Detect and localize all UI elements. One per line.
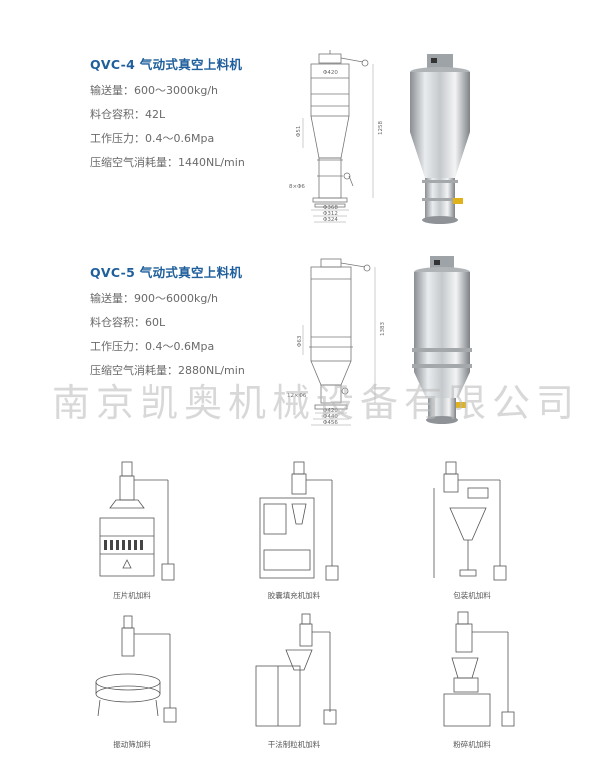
spec-line: 压缩空气消耗量：2880NL/min <box>90 364 245 377</box>
dim-label: Φ324 <box>323 217 338 223</box>
dim-label: Φ440 <box>323 414 338 420</box>
technical-drawing-qvc5: 1383 Φ63 12×Φ6 Φ420 Φ440 Φ456 <box>287 258 386 426</box>
dim-label: 1258 <box>378 121 384 135</box>
dim-label: 1383 <box>380 322 386 336</box>
illustration-pulverizer <box>443 611 515 727</box>
dim-label: Φ312 <box>323 211 338 217</box>
company-watermark: 南京凯奥机械设备有限公司 <box>52 381 581 425</box>
illustration-dry-granulator <box>255 613 337 727</box>
product-photo-qvc4 <box>410 54 470 224</box>
application-caption: 包装机加料 <box>453 591 491 600</box>
spec-line: 工作压力：0.4～0.6Mpa <box>90 340 215 353</box>
dim-label: Φ368 <box>323 205 338 211</box>
model-title: QVC-4 气动式真空上料机 <box>90 57 243 72</box>
product-photo-qvc5 <box>412 256 472 424</box>
dim-label: 12×Φ6 <box>287 393 307 399</box>
spec-line: 工作压力：0.4～0.6Mpa <box>90 132 215 145</box>
application-caption: 压片机加料 <box>113 591 151 600</box>
application-caption: 振动筛加料 <box>113 740 151 749</box>
spec-block-qvc4: QVC-4 气动式真空上料机 输送量：600～3000kg/h 料仓容积：42L… <box>90 54 290 170</box>
illustration-tablet-press <box>99 461 175 581</box>
dim-label: Φ456 <box>323 420 338 426</box>
spec-line: 输送量：600～3000kg/h <box>90 84 219 97</box>
application-caption: 干法制粒机加料 <box>267 740 321 749</box>
spec-line: 输送量：900～6000kg/h <box>90 292 219 305</box>
dim-label: Φ63 <box>297 335 303 347</box>
application-caption: 胶囊填充机加料 <box>267 591 321 600</box>
spec-block-qvc5: QVC-5 气动式真空上料机 输送量：900～6000kg/h 料仓容积：60L… <box>90 262 290 378</box>
technical-drawing-qvc4: Φ420 1258 Φ51 8×Φ6 Φ368 Φ312 Φ324 <box>289 50 384 223</box>
illustration-packing-machine <box>433 461 507 581</box>
dim-label: Φ420 <box>323 70 338 76</box>
illustration-vibrating-screen <box>95 615 177 723</box>
spec-line: 料仓容积：60L <box>90 316 166 329</box>
spec-line: 压缩空气消耗量：1440NL/min <box>90 156 245 169</box>
model-title: QVC-5 气动式真空上料机 <box>90 265 243 280</box>
dim-label: 8×Φ6 <box>289 184 305 190</box>
dim-label: Φ51 <box>296 126 302 137</box>
illustration-capsule-filler <box>259 461 339 581</box>
spec-line: 料仓容积：42L <box>90 108 166 121</box>
application-caption: 粉碎机加料 <box>453 740 491 749</box>
dim-label: Φ420 <box>323 408 338 414</box>
